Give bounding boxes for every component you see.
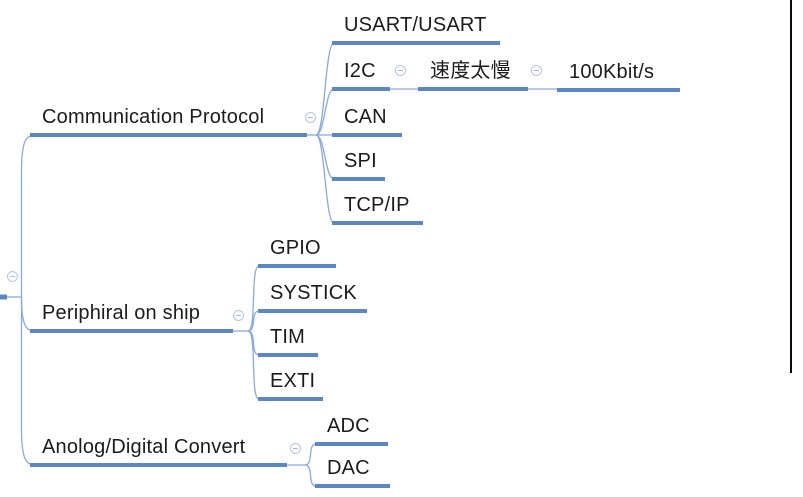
collapse-button-analog[interactable]: [290, 443, 301, 454]
topic-label: Anolog/Digital Convert: [42, 436, 246, 458]
topic-label: EXTI: [270, 370, 316, 392]
minus-icon: [10, 275, 15, 278]
minus-icon: [308, 116, 313, 119]
topic-label: ADC: [327, 415, 370, 437]
connector-root-communication: [20, 134, 37, 297]
topic-label: Periphiral on ship: [42, 302, 201, 324]
topic-peripheral-on-ship[interactable]: Periphiral on ship: [30, 300, 233, 333]
collapse-button-speed[interactable]: [531, 65, 542, 76]
topic-label: CAN: [344, 106, 387, 128]
topic-label: SPI: [344, 150, 377, 172]
topic-speed-too-slow[interactable]: 速度太慢: [418, 58, 528, 91]
topic-gpio[interactable]: GPIO: [258, 235, 336, 268]
collapse-button-communication[interactable]: [305, 112, 316, 123]
window-right-edge: [790, 0, 792, 373]
topic-usart[interactable]: USART/USART: [332, 12, 500, 45]
topic-label: Communication Protocol: [42, 106, 265, 128]
collapse-button-root[interactable]: [7, 271, 18, 282]
topic-label: TCP/IP: [344, 194, 410, 216]
topic-i2c[interactable]: I2C: [332, 58, 390, 91]
topic-systick[interactable]: SYSTICK: [258, 280, 367, 313]
collapse-button-peripheral[interactable]: [233, 310, 244, 321]
topic-label: I2C: [344, 60, 376, 82]
topic-label: DAC: [327, 457, 370, 479]
collapse-button-i2c[interactable]: [395, 65, 406, 76]
topic-label: SYSTICK: [270, 282, 357, 304]
minus-icon: [534, 69, 539, 72]
topic-communication-protocol[interactable]: Communication Protocol: [30, 104, 307, 137]
topic-exti[interactable]: EXTI: [258, 368, 323, 401]
topic-100kbit[interactable]: 100Kbit/s: [557, 59, 680, 92]
topic-tcpip[interactable]: TCP/IP: [332, 192, 423, 225]
topic-tim[interactable]: TIM: [258, 324, 318, 357]
topic-label: TIM: [270, 326, 306, 348]
topic-label: GPIO: [270, 237, 321, 259]
topic-label: USART/USART: [344, 14, 487, 36]
topic-can[interactable]: CAN: [332, 104, 402, 137]
minus-icon: [398, 69, 403, 72]
topic-label: 100Kbit/s: [569, 61, 655, 83]
topic-label: 速度太慢: [430, 60, 511, 82]
topic-spi[interactable]: SPI: [332, 148, 385, 181]
topic-adc[interactable]: ADC: [315, 413, 388, 446]
minus-icon: [236, 314, 241, 317]
minus-icon: [293, 447, 298, 450]
topic-dac[interactable]: DAC: [315, 455, 390, 488]
topic-analog-digital-convert[interactable]: Anolog/Digital Convert: [30, 434, 287, 467]
